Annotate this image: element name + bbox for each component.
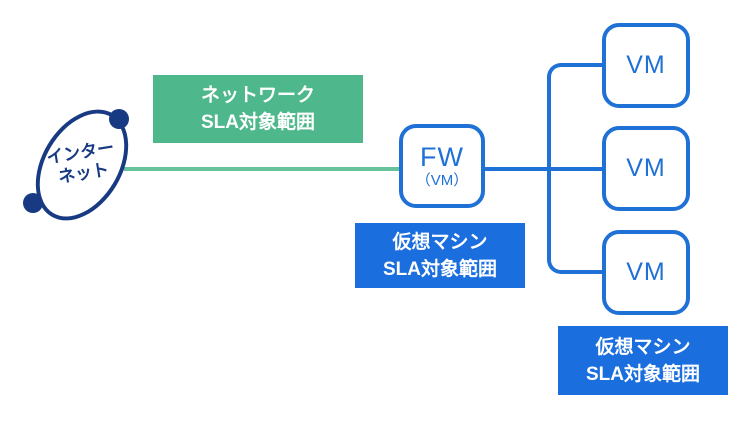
fw-node: FW （VM） [399,124,485,208]
vm-sla-banner-center-line2: SLA対象範囲 [382,258,497,280]
network-sla-banner: ネットワーク SLA対象範囲 [153,75,363,143]
fw-to-vm-link [483,167,604,171]
internet-to-fw-link [124,167,400,171]
internet-node: インター ネット [16,92,148,238]
vm-node-1-label: VM [626,51,666,79]
vm-sla-banner-bottom-line2: SLA対象範囲 [585,363,700,385]
vm-sla-banner-bottom-line1: 仮想マシン [595,336,691,358]
vm-node-2: VM [602,126,690,211]
vm-node-2-label: VM [626,154,666,182]
vm-sla-banner-bottom: 仮想マシン SLA対象範囲 [558,326,728,395]
connection-dot-top [109,109,129,129]
fw-node-subtitle: （VM） [415,171,469,189]
vm-node-3: VM [602,230,690,315]
internet-label: インター ネット [27,134,136,192]
vm-sla-banner-center-line1: 仮想マシン [392,231,488,253]
fw-node-title: FW [420,141,464,172]
network-sla-banner-line2: SLA対象範囲 [200,112,315,133]
connection-dot-bottom [23,193,43,213]
network-sla-banner-line1: ネットワーク [200,85,315,106]
vm-sla-banner-center: 仮想マシン SLA対象範囲 [355,223,525,288]
vm-node-3-label: VM [626,258,666,286]
vm-trunk-connector [547,63,604,274]
vm-node-1: VM [602,23,690,108]
